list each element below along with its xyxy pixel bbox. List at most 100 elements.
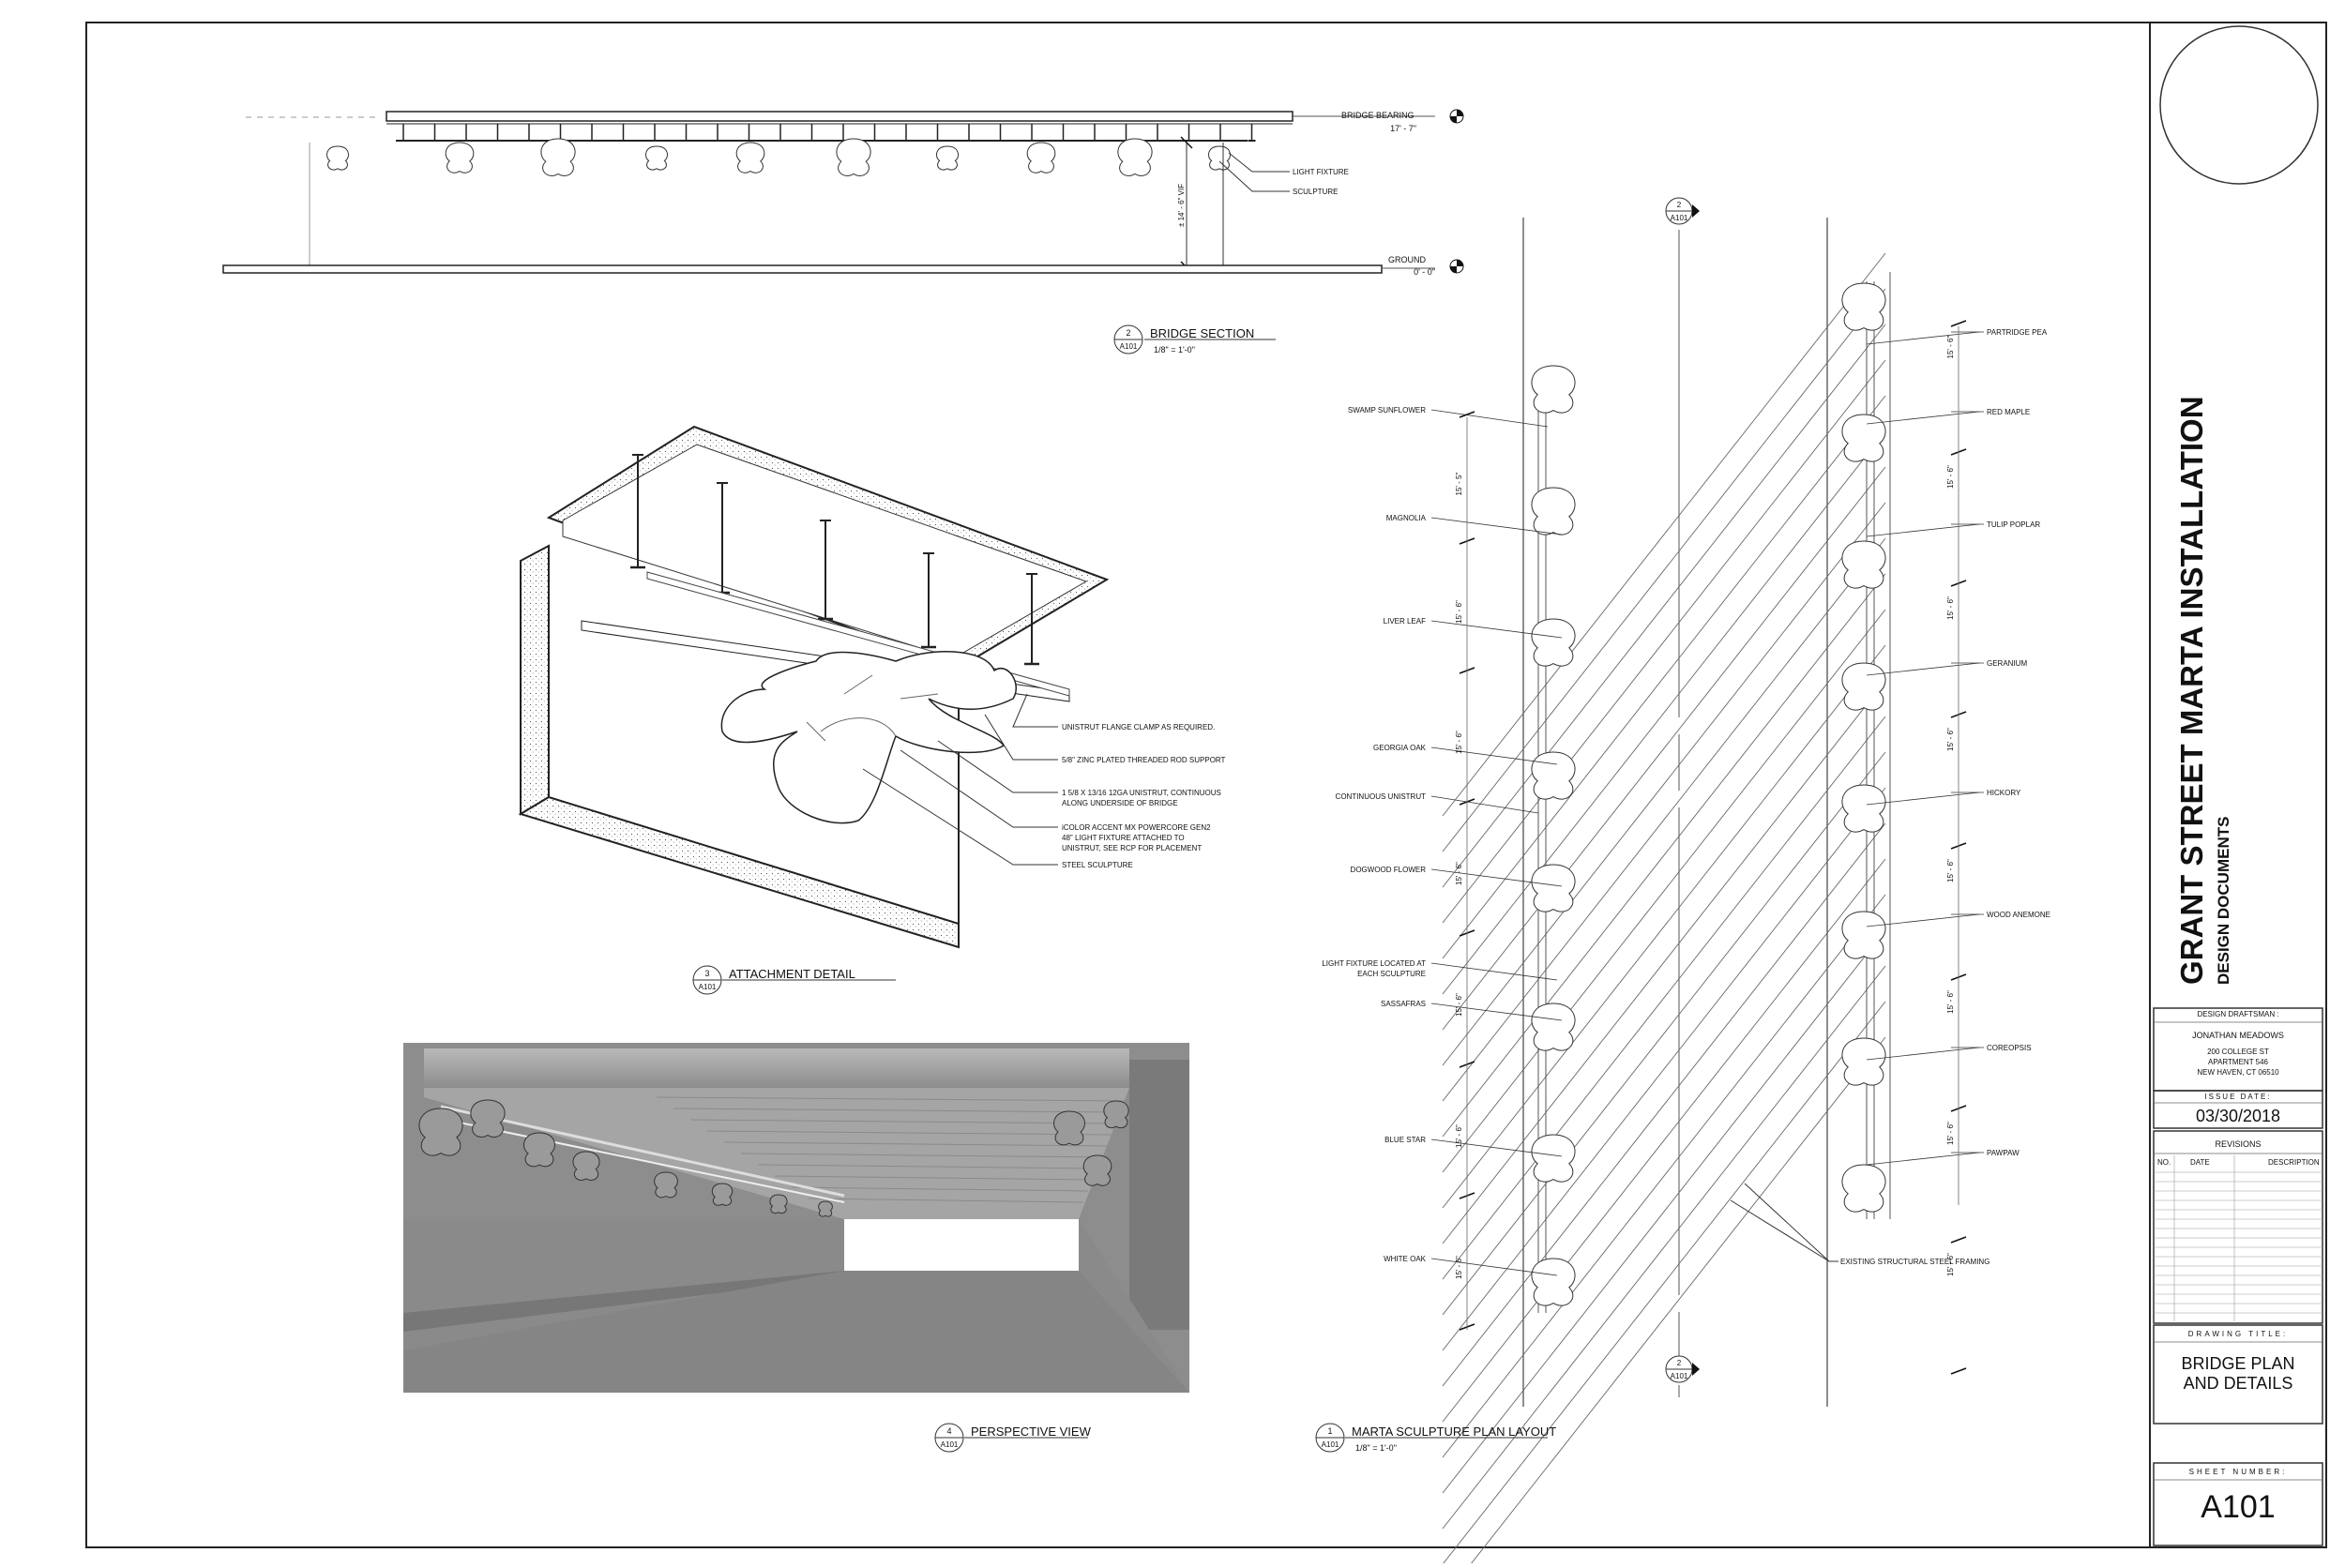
address-line-2: APARTMENT 546 [2208,1058,2269,1066]
title-block: GRANT STREET MARTA INSTALLATION DESIGN D… [2153,25,2323,1546]
dimension-label: 15' - 6" [1946,990,1955,1014]
attachment-callouts: UNISTRUT FLANGE CLAMP AS REQUIRED.5/8" Z… [862,693,1226,869]
sculpture-leaf [1531,1134,1576,1183]
dimension-label: 15' - 6" [1946,1122,1955,1145]
callout-label: 48" LIGHT FIXTURE ATTACHED TO [1062,834,1185,842]
plan-layout-scale: 1/8" = 1'-0" [1355,1443,1397,1453]
plan-label-right: COREOPSIS [1987,1044,2032,1052]
dimension-label: 15' - 6" [1946,336,1955,359]
sculpture-leaf [1841,1164,1886,1213]
perspective-sculptures [418,1099,1129,1217]
rev-col-date: DATE [2190,1158,2210,1167]
sculpture-leaf [1841,414,1886,462]
logo-circle [2159,25,2319,185]
view-tag-plan-layout: 1 A101 MARTA SCULPTURE PLAN LAYOUT 1/8" … [1315,1423,1556,1453]
svg-text:A101: A101 [699,983,717,991]
plan-label-left: DOGWOOD FLOWER [1351,866,1427,874]
sheet-number: A101 [2201,1489,2275,1525]
plan-label-left: GEORGIA OAK [1373,744,1427,752]
rev-col-description: DESCRIPTION [2268,1158,2320,1167]
sculpture-leaf [1531,1258,1576,1306]
drafter-name: JONATHAN MEADOWS [2192,1031,2284,1040]
sculpture-leaf [1841,784,1886,833]
ground-elevation: 0' - 0" [1414,267,1435,277]
section-marker-bottom: 2 A101 [1665,1355,1700,1383]
bridge-section-scale: 1/8" = 1'-0" [1154,345,1195,354]
sculpture-leaf [1053,1110,1085,1146]
dimension-label: 15' - 6" [1455,993,1463,1017]
sculpture-leaf [711,1183,734,1206]
sculpture-leaf [572,1151,600,1181]
sculpture-leaf [1531,365,1576,414]
sculpture-leaf [1103,1100,1129,1129]
plan-label-right: HICKORY [1987,789,2021,797]
ground-line [222,264,1383,274]
sculpture-leaf [1531,487,1576,535]
dimension-label: 15' - 5" [1455,473,1463,496]
callout-label: UNISTRUT, SEE RCP FOR PLACEMENT [1062,844,1202,852]
issue-date-label: ISSUE DATE: [2204,1093,2271,1101]
sculpture-leaf [769,1194,788,1214]
sculpture-label: SCULPTURE [1293,188,1338,196]
plan-label-left: MAGNOLIA [1386,514,1427,522]
view-tag-attachment-detail: 3 A101 ATTACHMENT DETAIL [692,965,896,995]
issue-date: 03/30/2018 [2196,1107,2280,1125]
sculpture-leaf [735,142,765,173]
plan-label-left: BLUE STAR [1384,1136,1426,1144]
bridge-section-title: BRIDGE SECTION [1150,326,1254,340]
callout-label: iCOLOR ACCENT MX POWERCORE GEN2 [1062,823,1211,832]
sculpture-leaf [1531,751,1576,800]
plan-layout-title: MARTA SCULPTURE PLAN LAYOUT [1352,1425,1556,1439]
ground-label: GROUND [1388,255,1426,264]
svg-text:A101: A101 [1671,214,1688,222]
plan-label-right: GERANIUM [1987,659,2027,668]
sculpture-leaf [325,145,350,171]
plan-label-left: LIGHT FIXTURE LOCATED AT [1322,959,1426,968]
dimension-label: 15' - 6" [1455,731,1463,754]
plan-label-left: SASSAFRAS [1381,1000,1426,1008]
dimension-label: 15' - 6" [1946,859,1955,882]
svg-text:1: 1 [1327,1426,1332,1436]
dimension-label: 15' - 6" [1455,1256,1463,1279]
steel-beams [630,454,1039,666]
svg-text:2: 2 [1677,1359,1682,1367]
svg-text:A101: A101 [1671,1372,1688,1380]
sculpture-leaf [1117,138,1153,176]
bridge-section: ± 14' - 6" VIF BRIDGE BEARING 17' - 7" G… [222,109,1464,354]
sculptures-elevation [325,138,1232,176]
perspective-view-title: PERSPECTIVE VIEW [971,1425,1092,1439]
plan-label-right: WOOD ANEMONE [1987,911,2050,919]
sculpture-leaf [836,138,871,176]
sculpture-leaf [523,1132,555,1168]
bridge-bearing-elevation: 17' - 7" [1390,124,1416,133]
callout-label: UNISTRUT FLANGE CLAMP AS REQUIRED. [1062,723,1215,731]
perspective-view: 4 A101 PERSPECTIVE VIEW [403,1043,1189,1453]
view-tag-bridge-section: 2 A101 BRIDGE SECTION 1/8" = 1'-0" [1113,324,1276,354]
sheet-border [85,22,2327,1548]
svg-text:2: 2 [1126,328,1130,338]
sculpture-leaf [418,1108,463,1156]
plan-label-left: EACH SCULPTURE [1357,970,1426,978]
drafter-label: DESIGN DRAFTSMAN : [2197,1010,2278,1018]
structural-framing [1442,252,1886,1568]
sculpture-leaf [818,1200,833,1217]
tunnel-opening [844,1219,1079,1271]
sculpture-leaf [1841,1037,1886,1086]
sculpture-leaf [540,138,576,176]
callout-label: STEEL SCULPTURE [1062,861,1133,869]
sculpture-leaf [935,145,960,171]
plan-label-right: TULIP POPLAR [1987,520,2040,529]
sculpture-leaf [1531,618,1576,667]
drawing-title-line-2: AND DETAILS [2184,1374,2293,1393]
sculpture-leaf [654,1171,678,1199]
plan-left-dimensions: 15' - 5"15' - 6"15' - 6"15' - 6"15' - 6"… [1455,411,1475,1331]
plan-label-right: RED MAPLE [1987,408,2030,416]
drawing-title-line-1: BRIDGE PLAN [2181,1354,2294,1373]
address-line-1: 200 COLLEGE ST [2207,1048,2269,1056]
revisions-grid [2154,1155,2322,1321]
dimension-label: 15' - 6" [1946,465,1955,489]
dimension-label: 15' - 6" [1946,728,1955,751]
